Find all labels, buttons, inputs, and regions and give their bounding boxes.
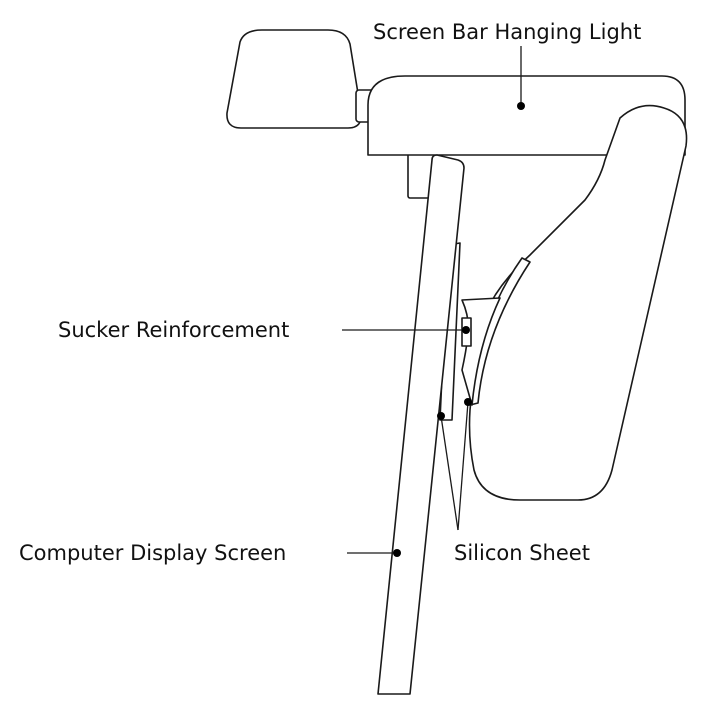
label-sucker-reinforcement: Sucker Reinforcement xyxy=(58,318,289,342)
display-screen xyxy=(377,154,465,695)
light-bar-body xyxy=(367,75,686,156)
leader-silicon-sheet-right xyxy=(457,401,469,531)
label-silicon-sheet: Silicon Sheet xyxy=(454,541,590,565)
counterweight-arm xyxy=(468,104,688,501)
pointer-dot-silicon-right xyxy=(464,398,472,406)
label-screen-bar-light: Screen Bar Hanging Light xyxy=(373,20,641,44)
pointer-dot-silicon-left xyxy=(437,412,445,420)
label-computer-display-screen: Computer Display Screen xyxy=(19,541,286,565)
pointer-dot-screen-bar xyxy=(517,102,525,110)
lamp-head xyxy=(226,29,363,129)
pointer-dot-sucker xyxy=(462,326,470,334)
pointer-dot-display xyxy=(393,549,401,557)
leader-silicon-sheet-left xyxy=(440,415,459,531)
